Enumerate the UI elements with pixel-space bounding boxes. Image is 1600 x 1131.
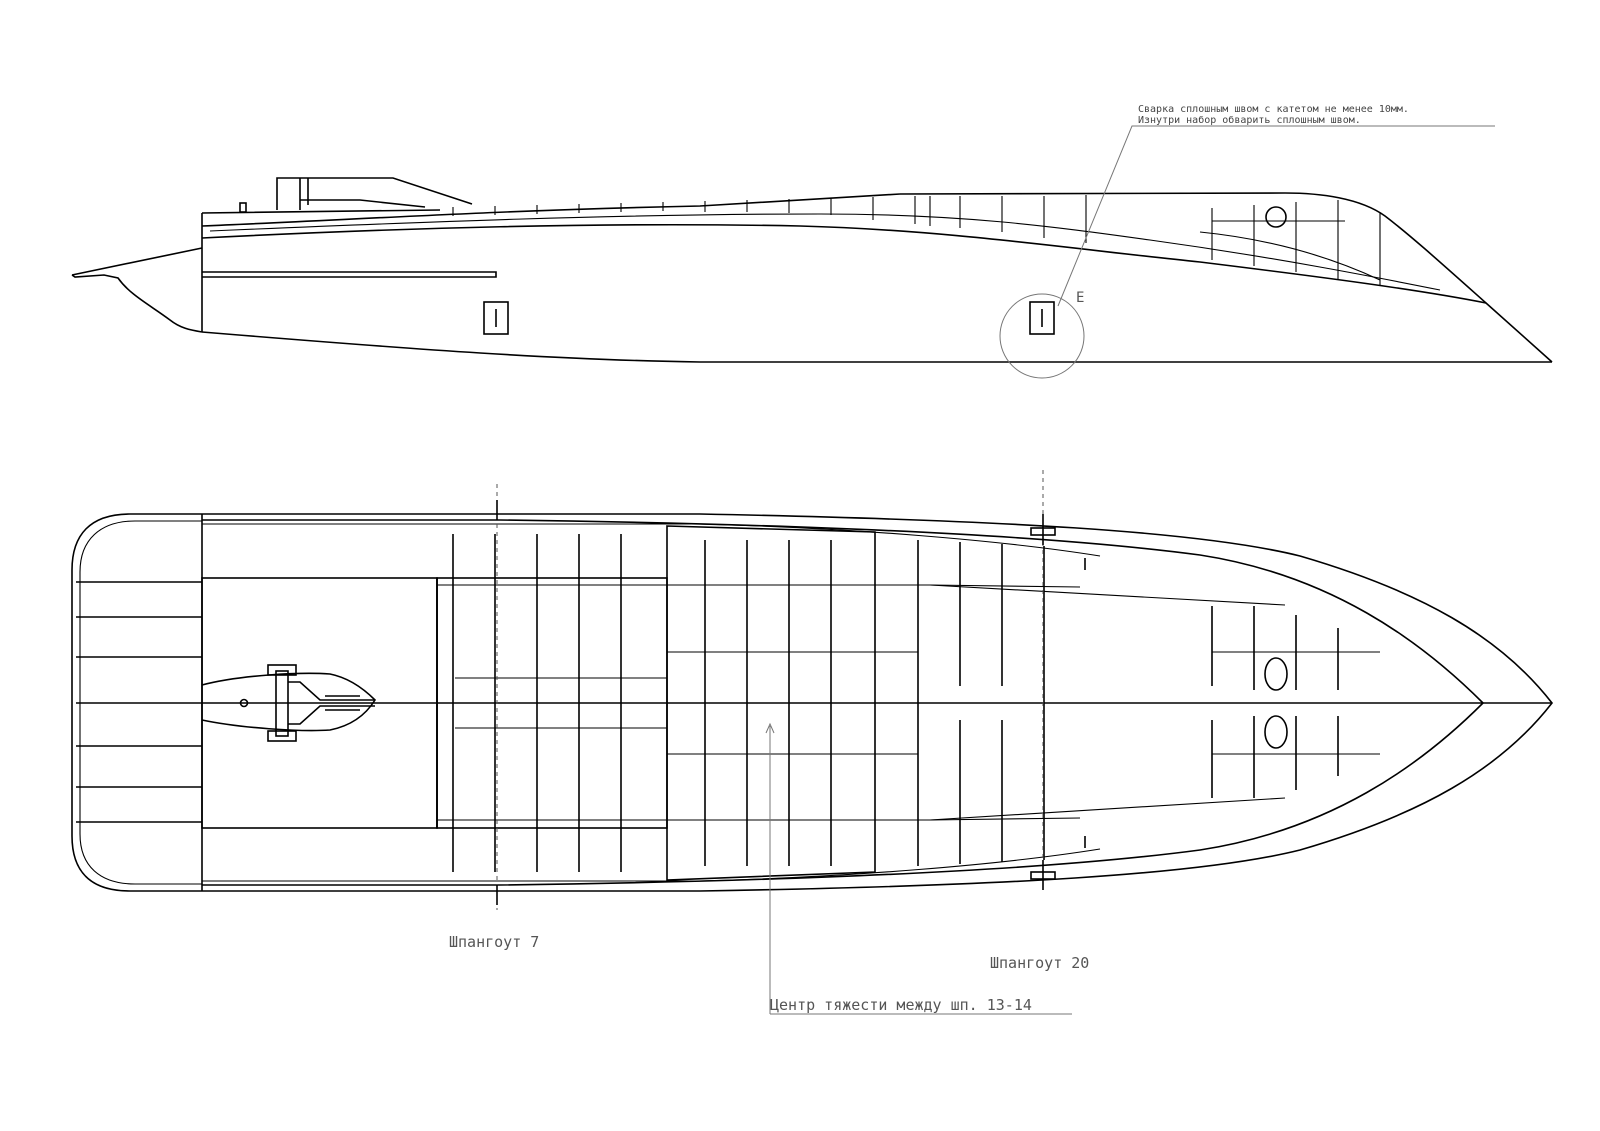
plan-porthole-stbd (1264, 715, 1288, 749)
plan-chine-stbd (202, 848, 1101, 882)
side-mark-aft (483, 301, 509, 335)
side-inner-line (209, 213, 1441, 291)
plan-deck-panel-mid (666, 525, 876, 881)
side-mark-fwd (1029, 301, 1055, 335)
weld-note-leader (1057, 125, 1495, 307)
side-chine-line (201, 223, 1487, 304)
detail-circle-e (999, 293, 1085, 379)
side-porthole (1265, 206, 1287, 228)
plan-gunwale-port (202, 519, 1484, 704)
frame7-label: Шпангоут 7 (449, 933, 539, 951)
plan-view: Шпангоут 7 Шпангоут 20 Центр тяжести меж… (71, 470, 1554, 1015)
side-frame-arc (1199, 231, 1381, 281)
side-frames (452, 195, 1381, 285)
side-transom (201, 209, 441, 332)
plan-porthole-port (1264, 657, 1288, 691)
frame20-label: Шпангоут 20 (990, 954, 1089, 972)
plan-motor-shaft (288, 681, 375, 725)
weld-note-line2: Изнутри набор обварить сплошным швом. (1138, 114, 1361, 126)
side-sheer-line (201, 193, 901, 227)
cg-label: Центр тяжести между шп. 13-14 (770, 996, 1032, 1014)
plan-motor-hole (239, 698, 249, 708)
side-cleat (239, 202, 247, 213)
detail-mark: E (1076, 290, 1084, 306)
side-view: E Сварка сплошным швом с катетом не мене… (71, 104, 1553, 379)
side-bow-flare (71, 247, 203, 276)
plan-longitudinals (437, 584, 1380, 821)
weld-note-line1: Сварка сплошным швом с катетом не менее … (1138, 104, 1409, 115)
plan-motor-clamp-bottom (267, 730, 297, 742)
plan-hull-outline (71, 513, 1554, 892)
plan-motor-clamp-top (267, 664, 297, 676)
plan-motor-body (275, 670, 289, 737)
plan-aft-slats (76, 581, 202, 823)
side-motor-mount (276, 177, 473, 210)
plan-chine-port (202, 523, 1101, 557)
plan-frames (452, 534, 1339, 872)
plan-gunwale-stbd (202, 702, 1484, 886)
side-hull-bottom (71, 274, 203, 333)
side-bow-stem (899, 192, 1553, 363)
side-keel-line (201, 331, 1552, 363)
side-rub-rail (202, 271, 497, 278)
